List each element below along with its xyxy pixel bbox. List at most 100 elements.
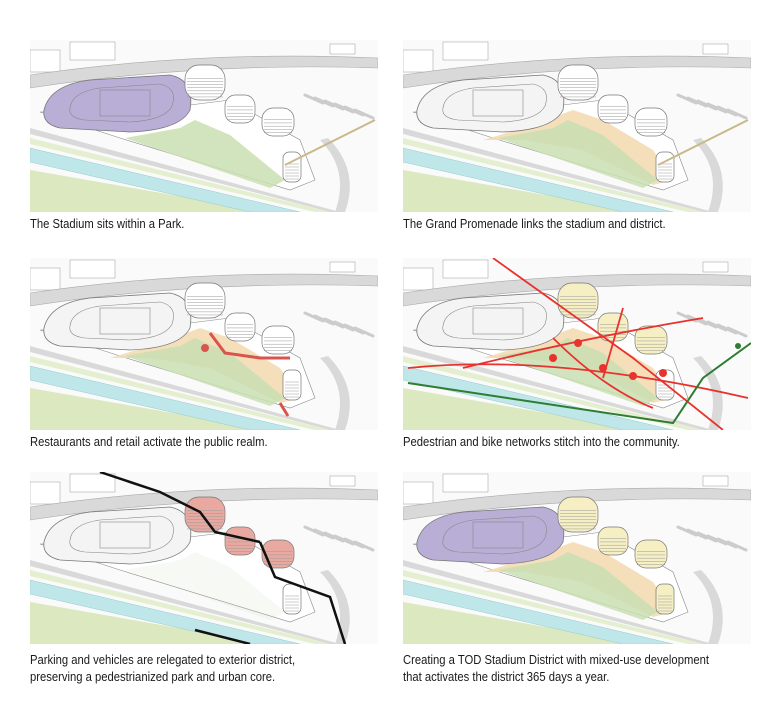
road [30,560,340,644]
river [30,365,301,430]
highway [403,55,751,89]
parking-stall-row [353,326,375,338]
context-building [329,475,356,487]
diagram-panel-tod-district: Creating a TOD Stadium District with mix… [403,472,751,686]
tower-1 [184,282,226,319]
parking-stall-row [353,540,375,552]
pedestrian-node [549,354,557,362]
tower-1 [557,496,599,533]
road-curve [320,356,350,430]
tower-2 [224,94,256,124]
caption-line-1: Parking and vehicles are relegated to ex… [30,653,296,667]
pedestrian-route [462,317,704,369]
tower-4 [282,151,302,183]
caption: Restaurants and retail activate the publ… [30,435,268,449]
tower-3 [634,325,668,355]
stadium [416,74,565,133]
highway [403,273,751,307]
tower-3 [634,107,668,137]
context-building [442,473,489,493]
pedestrian-bridge [284,119,376,166]
tower-4 [655,583,675,615]
stadium-field [99,521,151,549]
retail-frontage [208,332,290,360]
road-curve [693,570,723,644]
stadium-field [99,89,151,117]
river-bank [403,356,703,430]
river-bank [30,570,330,644]
diagram-panel-retail: Restaurants and retail activate the publ… [30,258,378,451]
park [125,338,285,406]
river-bank [30,138,330,212]
site-axonometric [403,258,751,430]
caption-line-1: Creating a TOD Stadium District with mix… [403,653,709,667]
context-building [403,49,434,73]
park [125,552,285,620]
parking-stall-row [353,108,375,120]
caption-line-2: that activates the district 365 days a y… [403,670,610,684]
park [498,120,658,188]
context-building [702,43,729,55]
pedestrian-node [574,339,582,347]
tower-2 [224,312,256,342]
stadium-tier [69,301,174,341]
stadium-tier [442,83,547,123]
pedestrian-node [659,369,667,377]
river [403,147,674,212]
stadium [416,506,565,565]
stadium [43,506,192,565]
context-building [30,49,61,73]
road-curve [320,570,350,644]
tower-4 [655,369,675,401]
pedestrian-bridge [657,119,749,166]
context-building [442,41,489,61]
road-curve [693,138,723,212]
context-building [69,473,116,493]
context-building [30,481,61,505]
retail-frontage [278,402,290,417]
caption: The Stadium sits within a Park. [30,217,185,231]
tower-2 [597,94,629,124]
tower-4 [282,369,302,401]
vehicle-route [258,541,347,644]
tower-1 [184,496,226,533]
stadium [43,292,192,351]
stadium-field [472,521,524,549]
vehicle-route [194,628,251,644]
stadium [416,292,565,351]
bike-route [407,342,751,425]
context-building [702,261,729,273]
tower-1 [557,64,599,101]
road-curve [320,138,350,212]
road [30,128,340,212]
site-axonometric [30,258,378,430]
park [498,552,658,620]
context-building [69,259,116,279]
highway [30,273,378,307]
tower-3 [261,325,295,355]
river-bank [403,138,703,212]
stadium-tier [442,301,547,341]
site-axonometric [403,40,751,212]
context-building [403,267,434,291]
context-building [442,259,489,279]
tower-1 [557,282,599,319]
tower-4 [282,583,302,615]
stadium-field [472,307,524,335]
diagram-panel-grand-promenade: The Grand Promenade links the stadium an… [403,40,751,233]
stadium-tier [69,83,174,123]
stadium-field [472,89,524,117]
pedestrian-route [552,337,654,409]
retail-kiosk [201,344,209,352]
road [30,346,340,430]
road [403,560,713,644]
highway [30,487,378,521]
parking-stall-row [726,540,748,552]
tower-3 [261,107,295,137]
pedestrian-node [599,364,607,372]
river-bank [30,356,330,430]
context-building [403,481,434,505]
parking-stall-row [726,108,748,120]
pedestrian-node [629,372,637,380]
tower-4 [655,151,675,183]
